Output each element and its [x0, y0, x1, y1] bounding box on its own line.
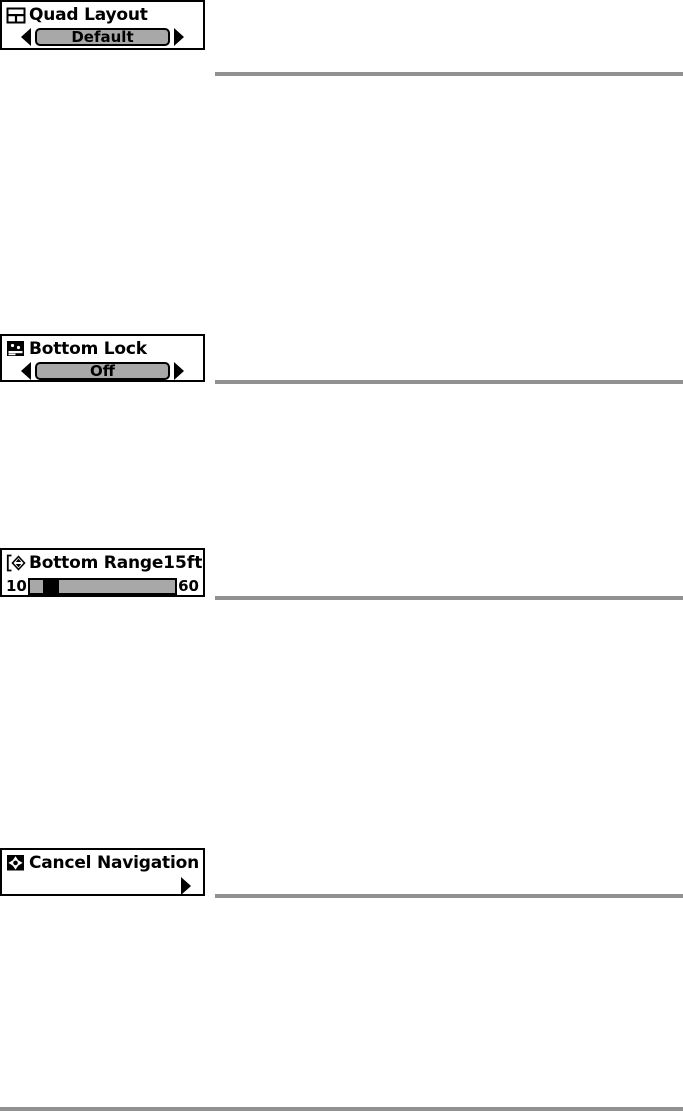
value-selector[interactable]: Default — [2, 27, 203, 49]
footer-rule — [0, 1107, 683, 1111]
bottom-range-icon — [6, 554, 26, 572]
slider-handle[interactable] — [42, 577, 59, 595]
widget-title: Bottom Lock — [29, 339, 147, 359]
menu-widget-bottom-range[interactable]: Bottom Range 15ft 10 60 — [0, 548, 205, 597]
next-arrow-icon[interactable] — [174, 362, 184, 380]
section-rule-2 — [215, 380, 683, 384]
range-slider[interactable]: 10 60 — [2, 575, 203, 599]
prev-arrow-icon[interactable] — [21, 362, 31, 380]
widget-title: Bottom Range — [29, 553, 164, 573]
widget-header: Cancel Navigation — [2, 850, 203, 875]
bottom-lock-icon — [7, 341, 24, 356]
section-rule-4 — [215, 894, 683, 898]
menu-widget-quad-layout[interactable]: Quad Layout Default — [0, 0, 205, 50]
section-rule-3 — [215, 596, 683, 600]
selected-value[interactable]: Default — [35, 28, 170, 46]
menu-widget-bottom-lock[interactable]: Bottom Lock Off — [0, 334, 205, 382]
widget-title: Cancel Navigation — [29, 853, 199, 873]
widget-value: 15ft — [163, 553, 203, 573]
widget-header: Bottom Lock — [2, 336, 203, 361]
slider-max-label: 60 — [178, 576, 199, 595]
slider-track[interactable] — [27, 577, 178, 595]
section-rule-1 — [215, 72, 683, 76]
slider-min-label: 10 — [6, 576, 27, 595]
menu-widget-cancel-navigation[interactable]: Cancel Navigation — [0, 848, 205, 896]
prev-arrow-icon[interactable] — [21, 28, 31, 46]
widget-header: Quad Layout — [2, 2, 203, 27]
next-arrow-icon[interactable] — [181, 877, 191, 895]
next-arrow-icon[interactable] — [174, 28, 184, 46]
selected-value[interactable]: Off — [35, 362, 170, 380]
value-selector[interactable]: Off — [2, 361, 203, 383]
forward-action[interactable] — [2, 875, 203, 899]
quad-split-icon — [6, 7, 26, 24]
widget-title: Quad Layout — [29, 5, 148, 25]
cancel-navigation-icon — [7, 855, 24, 871]
widget-header: Bottom Range 15ft — [2, 550, 203, 575]
